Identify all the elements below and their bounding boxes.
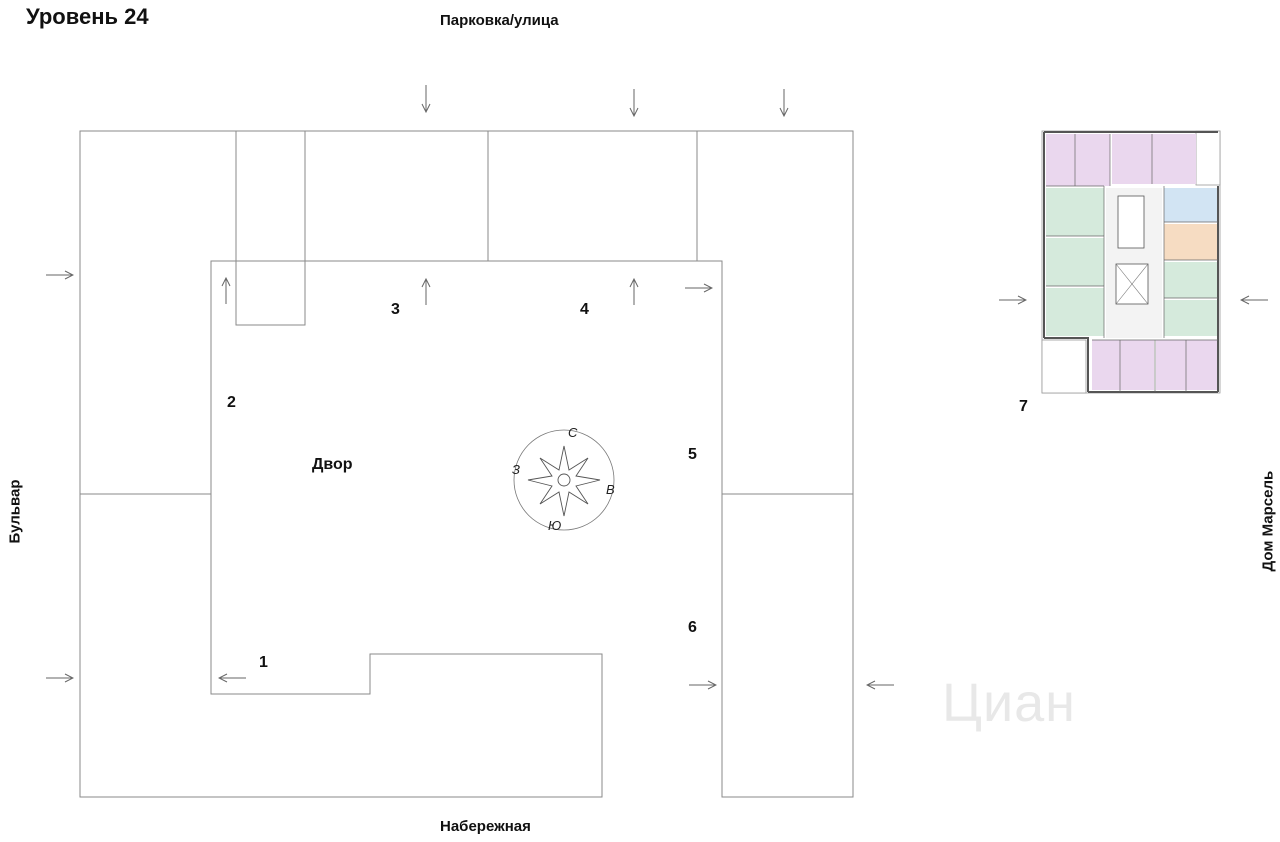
- street-label-top: Парковка/улица: [440, 12, 559, 29]
- compass-west-label: З: [512, 462, 520, 477]
- entrance-arrows: [46, 85, 1268, 685]
- section-label-5: 5: [688, 446, 697, 463]
- watermark: Циан: [942, 673, 1076, 733]
- section-label-7: 7: [1019, 398, 1028, 415]
- building-outline: [79, 130, 854, 798]
- street-label-bottom: Набережная: [440, 818, 531, 835]
- floor-plan-thumbnail[interactable]: [1041, 130, 1221, 394]
- section-label-1: 1: [259, 654, 268, 671]
- section-label-6: 6: [688, 619, 697, 636]
- compass-south-label: Ю: [548, 518, 561, 533]
- section-label-4: 4: [580, 301, 589, 318]
- level-title: Уровень 24: [26, 4, 149, 29]
- compass-east-label: В: [606, 482, 615, 497]
- section-label-2: 2: [227, 394, 236, 411]
- section-label-3: 3: [391, 301, 400, 318]
- compass-north-label: С: [568, 425, 578, 440]
- compass-rose-icon: [513, 429, 615, 531]
- courtyard-label: Двор: [312, 456, 353, 473]
